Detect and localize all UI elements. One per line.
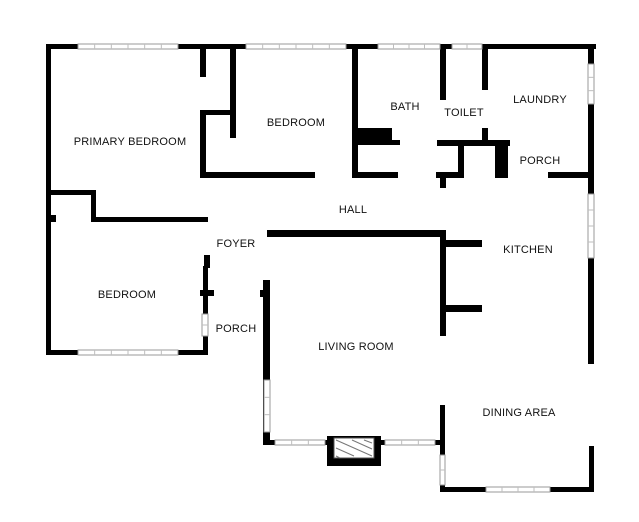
- wall-segment: [50, 215, 56, 222]
- wall-segment: [203, 266, 208, 355]
- label-kitchen: KITCHEN: [503, 244, 553, 256]
- wall-segment: [200, 290, 214, 296]
- wall-segment: [548, 172, 594, 178]
- wall-segment: [51, 190, 96, 195]
- label-porch-back: PORCH: [520, 155, 561, 167]
- label-bedroom-upper: BEDROOM: [267, 117, 325, 129]
- wall-segment: [260, 290, 270, 297]
- wall-segment: [352, 172, 398, 178]
- label-primary-bedroom: PRIMARY BEDROOM: [74, 136, 187, 148]
- wall-segment: [46, 44, 51, 355]
- label-hall: HALL: [339, 204, 367, 216]
- wall-segment: [200, 49, 206, 77]
- window: [274, 439, 326, 446]
- wall-segment: [440, 305, 482, 312]
- label-living-room: LIVING ROOM: [318, 341, 394, 353]
- wall-segment: [200, 110, 206, 178]
- fireplace: [327, 436, 381, 466]
- window: [587, 63, 595, 105]
- wall-segment: [436, 172, 464, 178]
- wall-segment: [91, 217, 208, 222]
- wall-segment: [204, 255, 210, 268]
- wall-segment: [91, 190, 96, 222]
- wall-segment: [352, 49, 358, 178]
- wall-segment: [200, 172, 315, 178]
- label-dining-area: DINING AREA: [482, 407, 556, 419]
- room-labels: PRIMARY BEDROOM BEDROOM BATH TOILET LAUN…: [74, 94, 567, 419]
- wall-segment: [458, 140, 464, 178]
- windows: [77, 43, 595, 493]
- wall-segment: [495, 140, 501, 178]
- wall-segment: [230, 49, 236, 138]
- walls: [46, 44, 596, 492]
- label-bedroom-lower: BEDROOM: [98, 289, 156, 301]
- window: [384, 439, 436, 446]
- wall-segment: [440, 172, 446, 188]
- label-toilet: TOILET: [444, 107, 484, 119]
- label-laundry: LAUNDRY: [513, 94, 567, 106]
- window: [263, 379, 271, 433]
- wall-segment: [500, 140, 508, 178]
- wall-segment: [263, 280, 270, 445]
- wall-segment: [440, 240, 482, 247]
- wall-segment: [440, 230, 446, 336]
- label-porch-front: PORCH: [216, 323, 257, 335]
- wall-segment: [437, 140, 510, 146]
- wall-segment: [440, 49, 446, 100]
- wall-segment: [482, 49, 488, 90]
- wall-segment: [267, 230, 445, 237]
- wall-segment: [589, 446, 594, 492]
- label-bath: BATH: [390, 101, 419, 113]
- wall-segment: [440, 405, 445, 492]
- wall-segment: [482, 128, 488, 140]
- wall-segment: [200, 110, 232, 115]
- wall-segment: [358, 140, 400, 145]
- label-foyer: FOYER: [217, 238, 256, 250]
